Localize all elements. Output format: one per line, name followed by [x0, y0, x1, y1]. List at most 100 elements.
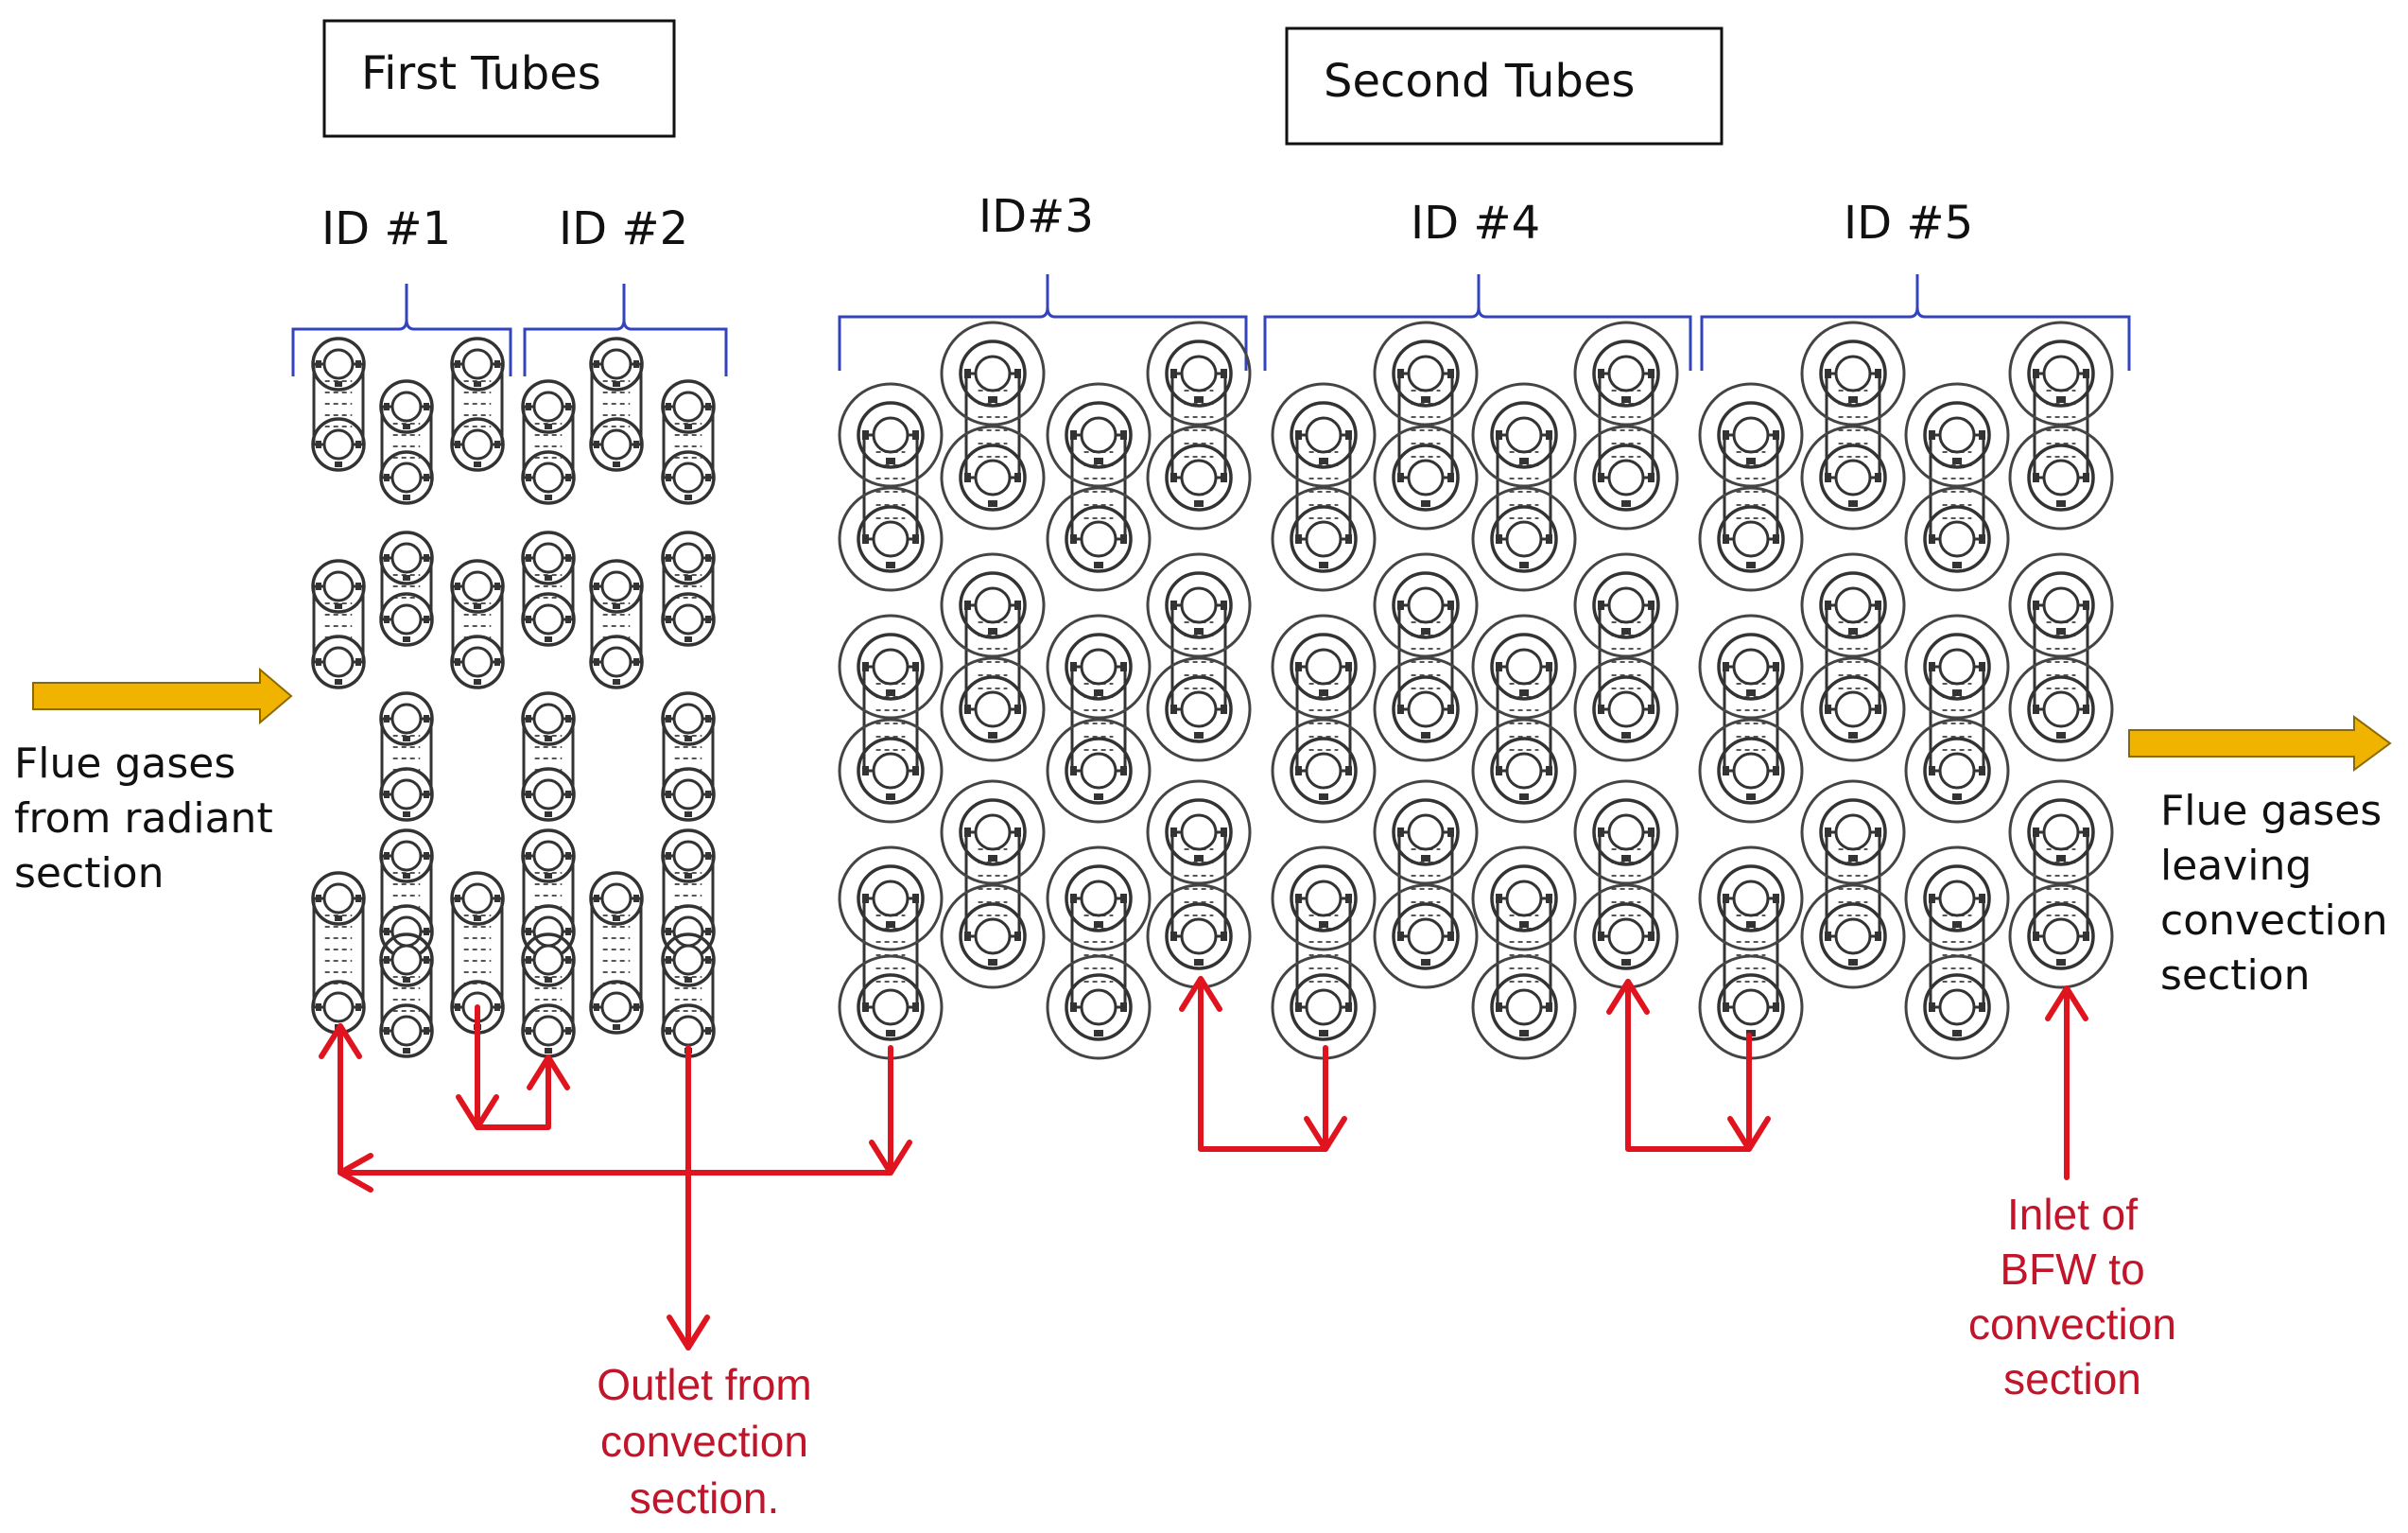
outlet-caption: Outlet from convection section.	[597, 1360, 812, 1523]
first-tubes-box	[322, 19, 676, 138]
flow-in-line-1: Flue gases	[14, 740, 235, 788]
outlet-line-1: Outlet from	[597, 1360, 812, 1409]
tube-hairpin	[521, 932, 576, 1058]
tube-hairpin	[1573, 321, 1679, 531]
tube-hairpin	[1800, 779, 1906, 989]
outlet-line-2: convection	[600, 1417, 808, 1466]
flow-out-line-2: leaving	[2160, 842, 2312, 890]
group-brackets	[291, 274, 2131, 376]
inlet-line-2: BFW to	[2000, 1245, 2144, 1294]
tube-hairpin	[450, 559, 505, 689]
pipe-id3-to-id1	[338, 1045, 893, 1176]
tube-hairpin	[661, 531, 716, 647]
flow-out-line-3: convection	[2160, 897, 2388, 945]
tube-hairpin	[838, 845, 944, 1060]
arrowhead-id3-up	[1179, 976, 1222, 1012]
arrowhead-id1-down	[456, 1094, 499, 1130]
tube-hairpin	[379, 531, 434, 647]
tube-hairpin	[940, 552, 1046, 762]
flow-in-line-2: from radiant	[14, 794, 273, 843]
tube-hairpin	[2008, 779, 2114, 989]
tube-hairpin	[379, 932, 434, 1058]
tube-hairpin	[1373, 779, 1479, 989]
tube-hairpin	[661, 691, 716, 822]
tube-hairpin	[1573, 779, 1679, 989]
flow-out-line-1: Flue gases	[2160, 787, 2382, 835]
tube-hairpin	[2008, 321, 2114, 531]
inlet-caption: Inlet of BFW to convection section	[1968, 1190, 2176, 1403]
flow-out-caption: Flue gases leaving convection section	[2160, 787, 2388, 1000]
tube-hairpin	[379, 691, 434, 822]
tube-hairpin	[838, 614, 944, 824]
tube-hairpin	[379, 379, 434, 505]
arrowhead-id4-down	[1304, 1116, 1347, 1152]
tube-hairpin	[1146, 552, 1252, 762]
pipe-id4-to-id3	[1198, 976, 1328, 1152]
group-label-id2: ID #2	[559, 202, 688, 255]
second-tubes-label: Second Tubes	[1324, 55, 1635, 108]
tube-hairpin	[589, 559, 644, 689]
second-tubes-box	[1285, 26, 1724, 146]
inlet-line-3: convection	[1968, 1299, 2176, 1349]
tube-hairpin	[1800, 321, 1906, 531]
arrowhead-id4-up	[1606, 979, 1650, 1015]
tube-hairpin	[1373, 321, 1479, 531]
flow-in-line-3: section	[14, 849, 164, 897]
pipe-id5-to-id4	[1625, 979, 1752, 1152]
tube-hairpin	[661, 828, 716, 959]
first-tubes-label: First Tubes	[361, 47, 601, 100]
arrowhead-id2-up	[527, 1054, 570, 1090]
tube-hairpin	[838, 382, 944, 592]
group-label-id3: ID#3	[979, 190, 1094, 243]
group-label-id5: ID #5	[1844, 197, 1973, 250]
second-tubes-bank	[838, 321, 2114, 1060]
tube-hairpin	[379, 828, 434, 959]
tube-hairpin	[1271, 614, 1377, 824]
tube-hairpin	[1373, 552, 1479, 762]
bracket-id1	[291, 284, 512, 376]
outlet-line-3: section.	[630, 1473, 780, 1523]
bracket-id3	[838, 274, 1248, 371]
tube-hairpin	[1698, 845, 1804, 1060]
bracket-id5	[1700, 274, 2131, 371]
tube-hairpin	[1573, 552, 1679, 762]
tube-hairpin	[661, 379, 716, 505]
arrowhead-id1-up	[319, 1023, 362, 1059]
tube-hairpin	[1471, 845, 1577, 1060]
tube-hairpin	[1904, 382, 2010, 592]
tube-hairpin	[1271, 845, 1377, 1060]
tube-hairpin	[1698, 614, 1804, 824]
arrowhead-outlet	[667, 1315, 710, 1350]
group-label-id4: ID #4	[1411, 197, 1540, 250]
tube-hairpin	[311, 871, 366, 1035]
bracket-id2	[523, 284, 728, 376]
arrowhead-id5-down	[1727, 1116, 1771, 1152]
tube-hairpin	[311, 337, 366, 472]
tube-hairpin	[940, 779, 1046, 989]
first-tubes-bank	[311, 337, 716, 1058]
tube-hairpin	[521, 379, 576, 505]
pipe-id1-to-id2	[475, 1004, 551, 1130]
bfw-piping	[319, 976, 2088, 1350]
tube-hairpin	[589, 337, 644, 472]
tube-hairpin	[1904, 614, 2010, 824]
tube-hairpin	[1146, 321, 1252, 531]
tube-hairpin	[1904, 845, 2010, 1060]
tube-hairpin	[1146, 779, 1252, 989]
tube-hairpin	[521, 828, 576, 959]
flue-gas-inlet-arrow	[32, 667, 293, 725]
tube-hairpin	[311, 559, 366, 689]
arrowhead-inlet-up	[2045, 985, 2088, 1021]
tube-hairpin	[1471, 382, 1577, 592]
tube-hairpin	[521, 691, 576, 822]
tube-hairpin	[521, 531, 576, 647]
tube-hairpin	[1046, 845, 1152, 1060]
bracket-id4	[1263, 274, 1692, 371]
tube-hairpin	[940, 321, 1046, 531]
tube-hairpin	[589, 871, 644, 1035]
inlet-line-1: Inlet of	[2007, 1190, 2138, 1239]
tube-hairpin	[1471, 614, 1577, 824]
group-label-id1: ID #1	[321, 202, 451, 255]
flue-gas-outlet-arrow	[2128, 715, 2392, 772]
